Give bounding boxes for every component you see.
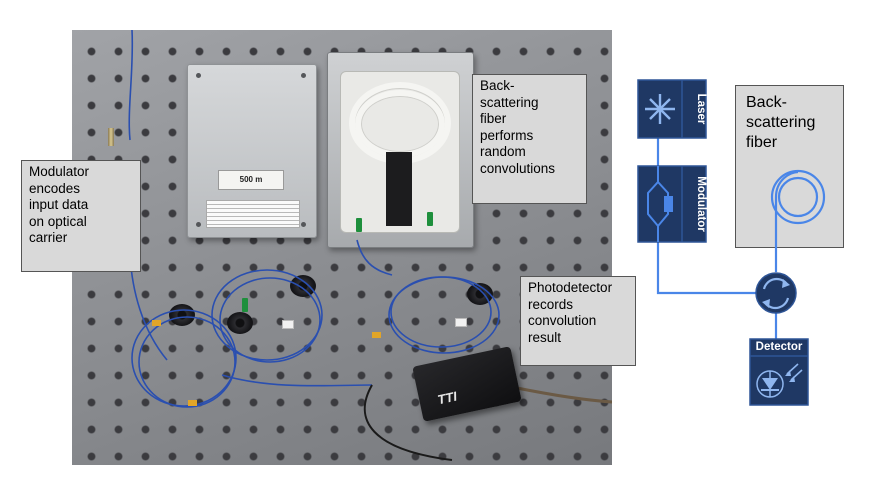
circulator-icon xyxy=(755,272,797,314)
fiber-tag xyxy=(455,318,467,327)
rubber-grommet xyxy=(227,312,253,334)
detector-callout: Photodetector records convolution result xyxy=(520,276,636,366)
enclosure-lid: 500 m xyxy=(187,64,317,238)
laser-star-icon xyxy=(645,94,675,124)
velcro-strap xyxy=(386,152,412,226)
rubber-grommet xyxy=(467,283,493,305)
photodiode-icon xyxy=(756,363,803,398)
modulator-label: Modulator xyxy=(695,176,707,232)
laser-block: Laser xyxy=(637,79,707,139)
fiber-tag xyxy=(282,320,294,329)
modulator-callout: Modulator encodes input data on optical … xyxy=(21,160,141,272)
fiber-tag xyxy=(152,320,161,326)
detector-block xyxy=(749,338,809,406)
green-connector xyxy=(427,212,433,226)
spool-length-label: 500 m xyxy=(218,170,284,190)
fiber-tag xyxy=(188,400,197,406)
detector-label: Detector xyxy=(755,341,803,353)
fiber-cables xyxy=(128,30,612,461)
rubber-grommet xyxy=(290,275,316,297)
fiber-path xyxy=(656,138,778,340)
backscatter-label: Back- scattering fiber xyxy=(746,94,816,151)
fiber-tag xyxy=(372,332,381,338)
laser-label: Laser xyxy=(695,94,707,125)
spec-sticker xyxy=(206,200,300,228)
fiber-connector xyxy=(108,128,114,146)
green-connector xyxy=(356,218,362,232)
modulator-block: Modulator xyxy=(637,165,707,243)
green-connector xyxy=(242,298,248,312)
mach-zehnder-icon xyxy=(647,166,669,242)
fiber-callout: Back- scattering fiber performs random c… xyxy=(472,74,587,204)
fiber-coil-icon xyxy=(770,169,826,232)
